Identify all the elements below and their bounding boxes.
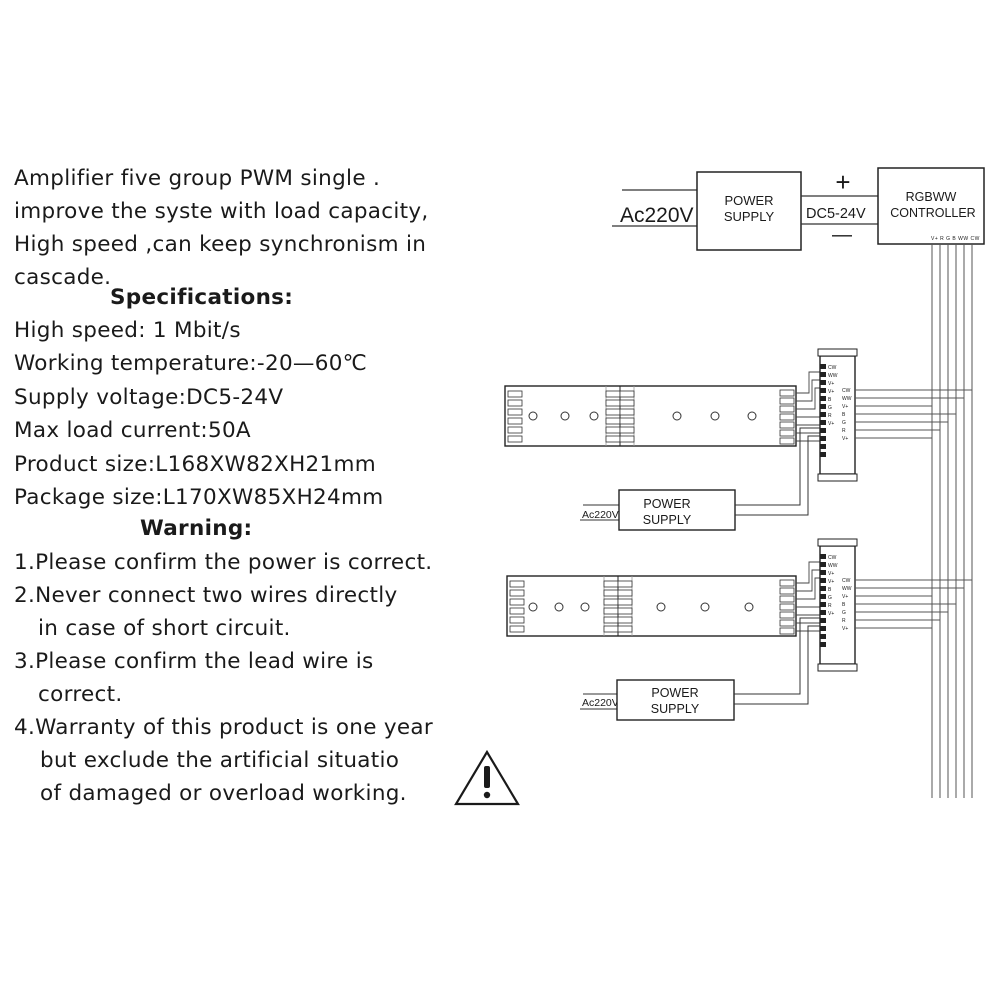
sub-ac-input-label-1: Ac220V [582,509,619,521]
rgbww-controller-box [877,167,985,245]
amp2-in-pin-g: G [828,595,832,601]
amp2-in-pin-v3: V+ [828,611,834,617]
amp1-out-pin-ww: WW [842,396,852,402]
amp2-out-pin-ww: WW [842,586,852,592]
amp2-out-pin-v: V+ [842,594,848,600]
controller-pin-labels: V+ R G B WW CW [931,236,980,242]
power-supply-2-box [616,679,735,721]
amplifier-group-2: CW WW V+ V+ B G R V+ CW WW V+ B G R V+ [506,538,972,721]
controller-label-2: CONTROLLER [890,206,975,220]
spec-product-size: Product size:L168XW82XH21mm [14,452,376,477]
amp2-out-pin-g: G [842,610,846,616]
amp1-in-pin-ww: WW [828,373,838,379]
psu1-label-1: POWER [643,497,690,511]
amp1-in-pin-b: B [828,397,832,403]
amp2-out-pin-cw: CW [842,578,851,584]
spec-supply-voltage: Supply voltage:DC5-24V [14,385,284,410]
plus-sign: + [835,167,850,197]
amp2-in-pin-cw: CW [828,555,837,561]
amp1-out-pin-b: B [842,412,846,418]
intro-line-3: High speed ,can keep synchronism in [14,232,427,257]
amp1-out-pin-cw: CW [842,388,851,394]
amp2-out-pin-b: B [842,602,846,608]
amp1-in-pin-v1: V+ [828,381,834,387]
intro-line-1: Amplifier five group PWM single . [14,166,381,191]
warning-4: 4.Warranty of this product is one year [14,715,434,740]
amp1-out-pin-g: G [842,420,846,426]
intro-line-2: improve the syste with load capacity, [14,199,429,224]
amplifier-group-1: CW WW V+ V+ B G R V+ CW WW V+ B G R V+ [504,348,972,531]
amp1-in-pin-v3: V+ [828,421,834,427]
main-psu-label-2: SUPPLY [724,209,775,224]
amp1-out-pin-r: R [842,428,846,434]
spec-max-load-current: Max load current:50A [14,418,251,443]
main-power-supply-box [696,171,802,251]
amp2-in-pin-v1: V+ [828,571,834,577]
amp2-out-pin-v2: V+ [842,626,848,632]
spec-package-size: Package size:L170XW85XH24mm [14,485,384,510]
warning-2: 2.Never connect two wires directly [14,583,398,608]
main-supply-chain: Ac220V POWER SUPPLY + — DC5-24V RGBWW CO… [612,167,985,251]
warning-triangle-icon [454,749,520,806]
controller-trunk-wires [931,244,973,798]
main-ac-input-label: Ac220V [620,204,694,227]
amp2-in-pin-b: B [828,587,832,593]
warning-3-cont: correct. [38,682,123,707]
warning-heading: Warning: [140,516,253,541]
amp1-in-pin-cw: CW [828,365,837,371]
psu2-label-1: POWER [651,686,698,700]
warning-4-cont-1: but exclude the artificial situatio [40,748,400,773]
amp2-in-pin-v2: V+ [828,579,834,585]
amp1-in-pin-g: G [828,405,832,411]
minus-sign: — [832,224,852,246]
sub-ac-input-label-2: Ac220V [582,697,619,709]
amp1-in-pin-v2: V+ [828,389,834,395]
amp2-in-pin-r: R [828,603,832,609]
warning-2-cont: in case of short circuit. [38,616,291,641]
specifications-heading: Specifications: [110,285,294,310]
warning-4-cont-2: of damaged or overload working. [40,781,407,806]
amp2-in-pin-ww: WW [828,563,838,569]
spec-working-temperature: Working temperature:-20—60℃ [14,351,368,376]
controller-label-1: RGBWW [906,190,957,204]
psu2-label-2: SUPPLY [651,702,700,716]
warning-1: 1.Please confirm the power is correct. [14,550,433,575]
amp1-out-pin-v: V+ [842,404,848,410]
amp2-out-pin-r: R [842,618,846,624]
spec-high-speed: High speed: 1 Mbit/s [14,318,241,343]
led-strip-2 [506,575,797,637]
warning-3: 3.Please confirm the lead wire is [14,649,374,674]
amp1-in-pin-r: R [828,413,832,419]
amp1-out-pin-v2: V+ [842,436,848,442]
power-supply-1-box [618,489,736,531]
psu1-label-2: SUPPLY [643,513,692,527]
intro-line-4: cascade. [14,265,112,290]
dc-voltage-label: DC5-24V [806,206,866,222]
led-strip-1 [504,385,797,447]
main-psu-label-1: POWER [724,193,773,208]
